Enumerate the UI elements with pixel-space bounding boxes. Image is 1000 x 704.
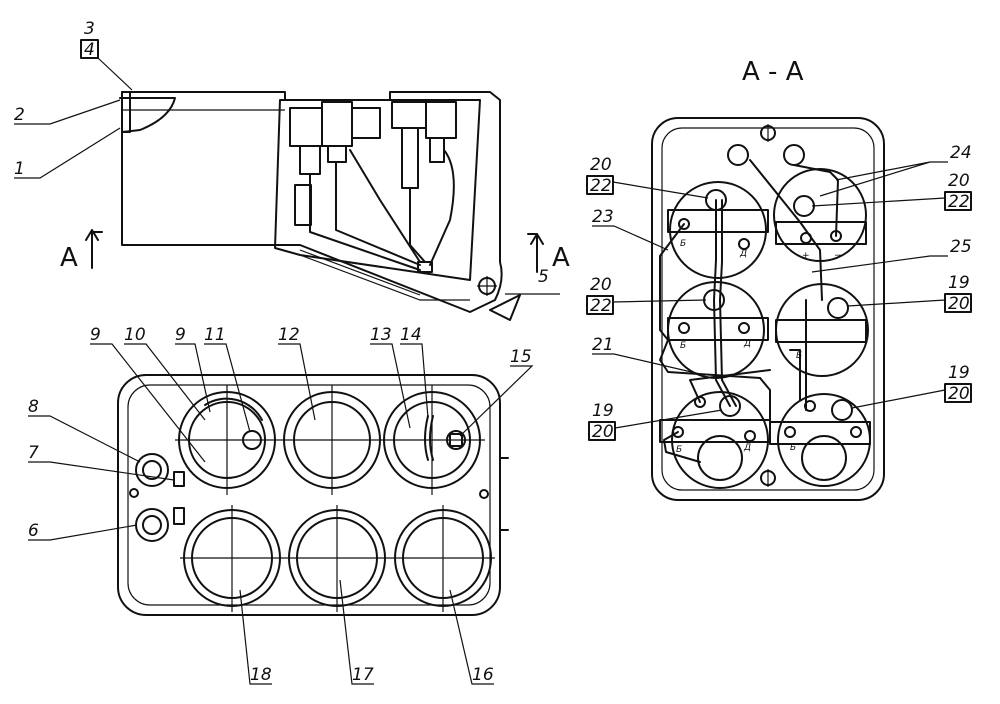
svg-text:9: 9 [175,325,186,345]
svg-text:20: 20 [592,422,614,442]
svg-text:17: 17 [352,665,374,685]
svg-text:Б: Б [680,341,686,351]
svg-text:12: 12 [278,325,300,345]
svg-text:Б: Б [680,239,686,249]
svg-text:19: 19 [592,401,614,421]
svg-text:20: 20 [948,294,970,314]
svg-text:7: 7 [28,443,39,463]
front-view [117,374,509,616]
svg-text:14: 14 [400,325,422,345]
svg-text:20: 20 [590,155,612,175]
svg-text:20: 20 [948,171,970,191]
svg-text:1: 1 [14,159,25,179]
terminal-marks: Б Д + − Б Д Б Б Д Б [676,239,842,455]
side-view [119,91,521,321]
svg-text:10: 10 [124,325,146,345]
leaders-top-left: 3 4 2 1 5 [14,19,560,295]
section-title: А - А [742,57,804,87]
svg-text:5: 5 [538,267,549,287]
svg-text:22: 22 [948,192,970,212]
section-mark-left: А [60,229,103,273]
svg-text:8: 8 [28,397,39,417]
svg-text:13: 13 [370,325,392,345]
svg-text:16: 16 [472,665,494,685]
svg-text:25: 25 [950,237,972,257]
svg-text:Б: Б [790,443,796,453]
svg-text:18: 18 [250,665,272,685]
svg-text:20: 20 [948,384,970,404]
leaders-front-view: 9 10 9 11 12 13 14 15 8 7 6 18 17 16 [28,325,534,685]
svg-text:−: − [834,251,842,261]
svg-text:+: + [802,251,810,261]
svg-text:Д: Д [743,339,751,349]
leaders-section-view: 20 22 23 20 22 21 19 20 24 20 22 25 19 2… [586,143,972,442]
svg-text:2: 2 [14,105,25,125]
svg-text:Б: Б [676,445,682,455]
svg-text:3: 3 [84,19,95,39]
svg-text:Д: Д [743,443,751,453]
svg-text:24: 24 [950,143,972,163]
svg-text:21: 21 [592,335,614,355]
svg-text:9: 9 [90,325,101,345]
svg-text:11: 11 [204,325,226,345]
svg-text:Б: Б [796,351,802,361]
svg-text:23: 23 [592,207,614,227]
svg-text:А: А [60,243,78,273]
svg-text:19: 19 [948,363,970,383]
svg-text:22: 22 [590,296,612,316]
svg-text:4: 4 [84,40,95,60]
section-view [651,117,885,501]
svg-text:20: 20 [590,275,612,295]
svg-text:6: 6 [28,521,39,541]
svg-text:19: 19 [948,273,970,293]
svg-text:Д: Д [739,249,747,259]
section-mark-right: А [527,233,570,273]
svg-text:22: 22 [590,176,612,196]
svg-text:15: 15 [510,347,532,367]
svg-text:А: А [552,243,570,273]
